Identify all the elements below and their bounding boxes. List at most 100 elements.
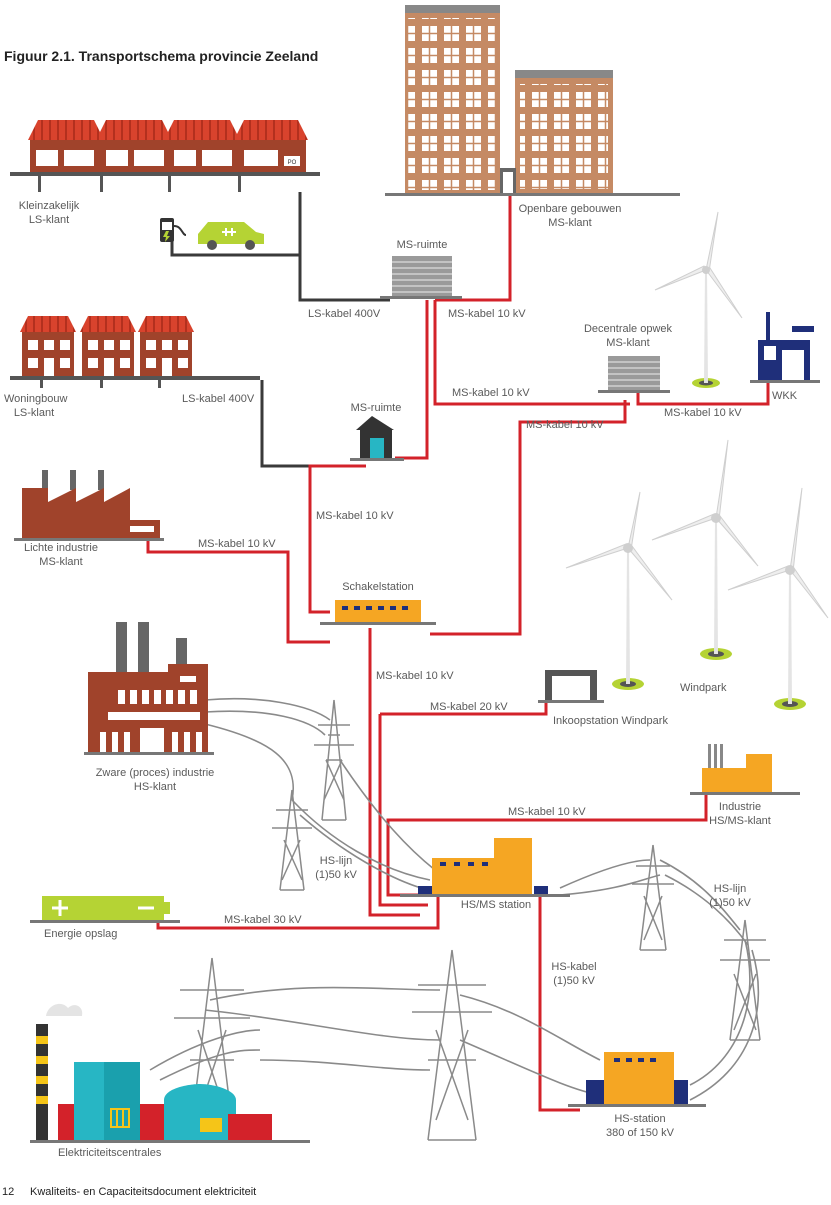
ls-cable-woningbouw — [260, 380, 360, 468]
label-ms-kabel-30: MS-kabel 30 kV — [224, 914, 302, 926]
label-zware-industrie: Zware (proces) industrie HS-klant — [80, 766, 230, 794]
label-windpark: Windpark — [680, 682, 727, 694]
label-hs-ms-station: HS/MS station — [460, 899, 532, 911]
factory-lichte-industrie — [14, 470, 164, 541]
label-hs-lijn-2-line2: (1)50 kV — [709, 897, 751, 909]
label-ms-kabel-e: MS-kabel 10 kV — [316, 510, 394, 522]
label-ls-kabel-2: LS-kabel 400V — [182, 393, 255, 405]
label-ms-ruimte-1: MS-ruimte — [396, 239, 448, 251]
label-ls-kabel-1: LS-kabel 400V — [308, 308, 381, 320]
hs-ms-station-icon — [400, 838, 570, 897]
label-zware-line1: Zware (proces) industrie — [95, 767, 215, 779]
label-kleinzakelijk-line2: LS-klant — [28, 214, 70, 226]
hs-lines — [149, 697, 760, 1101]
po-sign-icon: PO — [288, 160, 297, 166]
ms-cable-windpark — [430, 400, 627, 636]
label-ms-kabel-b: MS-kabel 10 kV — [452, 387, 530, 399]
ms-ruimte-1-icon — [380, 256, 462, 299]
hs-station-icon — [568, 1052, 706, 1107]
wind-turbine-single — [654, 211, 743, 388]
label-industrie-line1: Industrie — [718, 801, 762, 813]
label-ms-kabel-h: MS-kabel 10 kV — [508, 806, 586, 818]
pylon-6 — [412, 949, 492, 1141]
factory-zware-industrie — [84, 622, 214, 755]
schakelstation-icon — [320, 600, 436, 625]
ms-cable-lichte-industrie — [146, 540, 330, 644]
wind-turbine-3 — [727, 487, 829, 710]
label-hs-kabel: HS-kabel (1)50 kV — [544, 960, 604, 988]
houses-woningbouw — [10, 316, 260, 388]
figure-title: Figuur 2.1. Transportschema provincie Ze… — [4, 48, 319, 64]
page-number: 12 — [2, 1186, 15, 1198]
pylon-3 — [632, 844, 674, 951]
label-ms-kabel-d: MS-kabel 10 kV — [526, 419, 604, 431]
ms-cable-20kv-down — [378, 714, 428, 907]
label-hs-station-line2: 380 of 150 kV — [606, 1127, 674, 1139]
label-kleinzakelijk: Kleinzakelijk LS-klant — [14, 199, 84, 227]
label-kleinzakelijk-line1: Kleinzakelijk — [18, 200, 80, 212]
label-zware-line2: HS-klant — [133, 781, 177, 793]
ms-cable-20kv — [380, 700, 548, 716]
ms-cable-openbaar — [435, 195, 512, 302]
ms-cable-schakel-hsms — [368, 628, 420, 917]
label-hs-lijn-1: HS-lijn (1)50 kV — [306, 854, 366, 882]
label-industrie: Industrie HS/MS-klant — [700, 800, 780, 828]
label-wkk: WKK — [772, 390, 798, 402]
hs-cable-station — [538, 895, 580, 1112]
inkoopstation-icon — [538, 670, 604, 703]
ls-cable-kleinzakelijk — [298, 192, 390, 302]
label-ms-ruimte-2: MS-ruimte — [350, 402, 402, 414]
label-hs-lijn-1-line2: (1)50 kV — [315, 869, 357, 881]
label-industrie-line2: HS/MS-klant — [709, 815, 771, 827]
label-hs-lijn-2-line1: HS-lijn — [713, 883, 747, 895]
label-decentrale-line2: MS-klant — [606, 337, 650, 349]
label-hs-lijn-1-line1: HS-lijn — [319, 855, 353, 867]
label-woningbouw-line2: LS-klant — [13, 407, 55, 419]
label-ms-kabel-f: MS-kabel 10 kV — [198, 538, 276, 550]
label-energie-opslag: Energie opslag — [44, 928, 118, 940]
ms-cable-decentraal — [433, 300, 630, 406]
ls-cable-ev — [170, 240, 300, 257]
ms-ruimte-2-icon — [350, 416, 404, 461]
decentrale-opwek-icon — [598, 356, 670, 393]
ms-cable-opslag — [156, 895, 440, 930]
pylon-1 — [314, 699, 354, 821]
label-openbare-line1: Openbare gebouwen — [518, 203, 622, 215]
label-lichte-line1: Lichte industrie — [24, 542, 98, 554]
label-hs-lijn-2: HS-lijn (1)50 kV — [700, 882, 760, 910]
ev-charging-icon — [160, 218, 264, 250]
label-openbare-gebouwen: Openbare gebouwen MS-klant — [500, 202, 640, 230]
label-hs-kabel-line2: (1)50 kV — [553, 975, 595, 987]
label-inkoopstation: Inkoopstation Windpark — [553, 715, 668, 727]
wind-turbine-2 — [651, 439, 759, 660]
label-hs-station-line1: HS-station — [614, 1113, 666, 1125]
industrie-hsms-icon — [690, 744, 800, 795]
ms-cable-ms-schakel — [308, 464, 366, 614]
label-decentrale-opwek: Decentrale opwek MS-klant — [578, 322, 678, 350]
label-decentrale-line1: Decentrale opwek — [583, 323, 673, 335]
ms-cable-ruimte-link — [395, 300, 429, 460]
buildings-openbaar — [385, 5, 680, 196]
wind-turbine-1 — [565, 491, 673, 690]
label-ms-kabel-a: MS-kabel 10 kV — [448, 308, 526, 320]
label-ms-kabel-g: MS-kabel 10 kV — [376, 670, 454, 682]
label-elektriciteitscentrales: Elektriciteitscentrales — [58, 1147, 162, 1159]
label-lichte-line2: MS-klant — [39, 556, 83, 568]
label-woningbouw: Woningbouw LS-klant — [4, 392, 68, 420]
shops-kleinzakelijk: PO — [10, 120, 320, 192]
label-hs-station: HS-station 380 of 150 kV — [590, 1112, 690, 1140]
pylon-2 — [272, 789, 312, 891]
label-schakelstation: Schakelstation — [342, 581, 414, 593]
battery-energie-opslag — [30, 896, 180, 923]
wkk-icon — [750, 312, 820, 383]
label-woningbouw-line1: Woningbouw — [4, 393, 68, 405]
label-hs-kabel-line1: HS-kabel — [551, 961, 597, 973]
label-openbare-line2: MS-klant — [548, 217, 592, 229]
power-plant-centrales — [30, 1003, 310, 1143]
pylon-4 — [720, 919, 770, 1041]
ms-cable-wkk — [636, 383, 770, 406]
label-ms-kabel-20: MS-kabel 20 kV — [430, 701, 508, 713]
footer-text: Kwaliteits- en Capaciteitsdocument elekt… — [30, 1186, 257, 1198]
